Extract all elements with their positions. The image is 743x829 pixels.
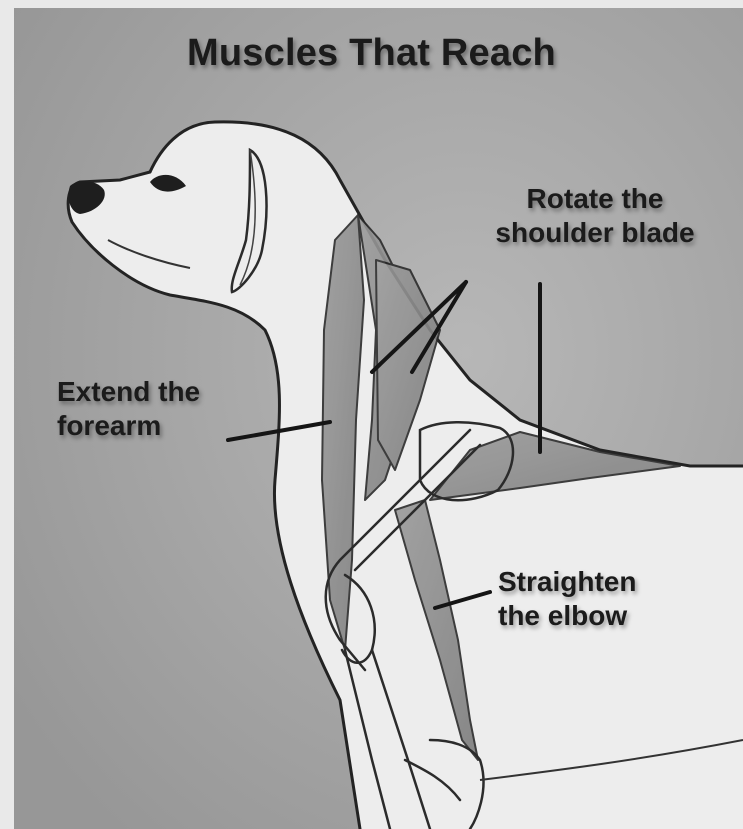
label-extend-line-2: forearm (57, 409, 200, 443)
label-rotate-line-2: shoulder blade (450, 216, 740, 250)
label-rotate-line-1: Rotate the (450, 182, 740, 216)
label-straighten-line-1: Straighten (498, 565, 636, 599)
label-rotate-shoulder-blade: Rotate the shoulder blade (450, 182, 740, 250)
label-straighten-line-2: the elbow (498, 599, 636, 633)
diagram-title: Muscles That Reach (0, 30, 743, 76)
label-extend-forearm: Extend the forearm (57, 375, 200, 443)
label-extend-line-1: Extend the (57, 375, 200, 409)
label-straighten-elbow: Straighten the elbow (498, 565, 636, 633)
